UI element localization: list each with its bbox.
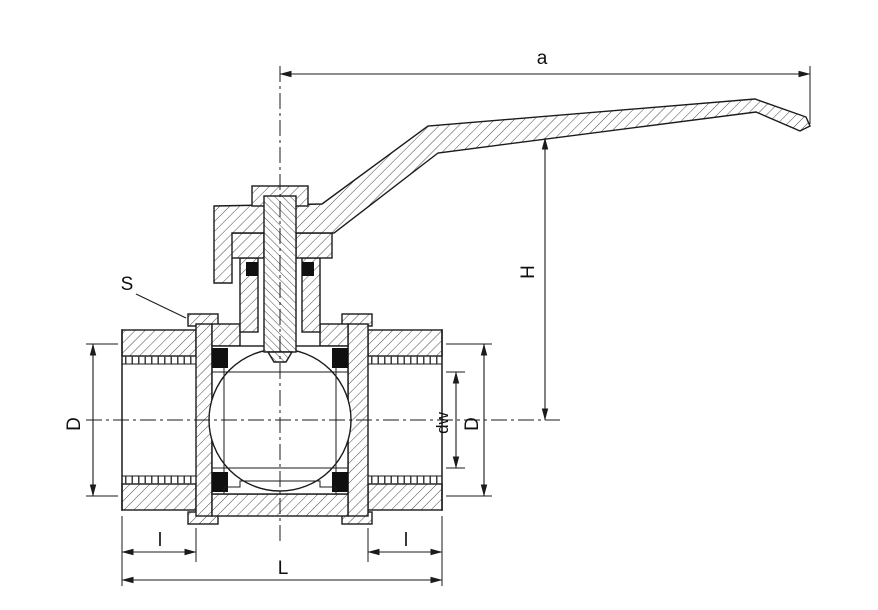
dim-label-D-left: D xyxy=(64,417,85,431)
dim-dw: dw xyxy=(433,371,465,469)
seat-seal-top-left xyxy=(212,348,228,368)
dim-label-a: a xyxy=(537,48,548,69)
dim-L: L xyxy=(121,558,443,584)
body-wall-top-left xyxy=(211,323,241,347)
dim-l-right: l xyxy=(367,516,443,586)
gland-nut-right xyxy=(295,232,333,259)
right-port xyxy=(367,329,443,511)
right-port-bottom-wall xyxy=(367,483,443,511)
seat-seal-bottom-right xyxy=(332,472,348,492)
left-port xyxy=(121,329,197,511)
lever-handle xyxy=(213,98,811,284)
dim-label-D-right: D xyxy=(462,417,483,431)
dim-D-right: D xyxy=(446,343,492,497)
packing-seal-left xyxy=(246,262,258,276)
dim-label-S: S xyxy=(121,274,134,295)
dim-H: H xyxy=(518,137,549,421)
right-port-top-wall xyxy=(367,329,443,357)
dim-label-l-right: l xyxy=(404,530,408,551)
gland-nut-left xyxy=(227,232,265,259)
packing-seal-right xyxy=(302,262,314,276)
valve-body xyxy=(121,98,811,525)
dim-l-left: l xyxy=(121,516,197,586)
dim-label-H: H xyxy=(518,265,539,279)
seat-seal-bottom-left xyxy=(212,472,228,492)
left-port-top-wall xyxy=(121,329,197,357)
dim-label-L: L xyxy=(278,558,289,579)
note-S-leader xyxy=(135,293,187,319)
centerlines xyxy=(86,66,560,545)
dimensions: a H S D dw D xyxy=(64,48,811,586)
left-port-bottom-wall xyxy=(121,483,197,511)
dim-label-l-left: l xyxy=(158,530,162,551)
note-S: S xyxy=(121,274,187,319)
dim-D-left: D xyxy=(64,343,118,497)
seat-seal-top-right xyxy=(332,348,348,368)
stem xyxy=(263,195,297,353)
body-wall-top-right xyxy=(319,323,349,347)
dim-label-dw: dw xyxy=(433,411,452,433)
dim-a: a xyxy=(279,48,811,124)
